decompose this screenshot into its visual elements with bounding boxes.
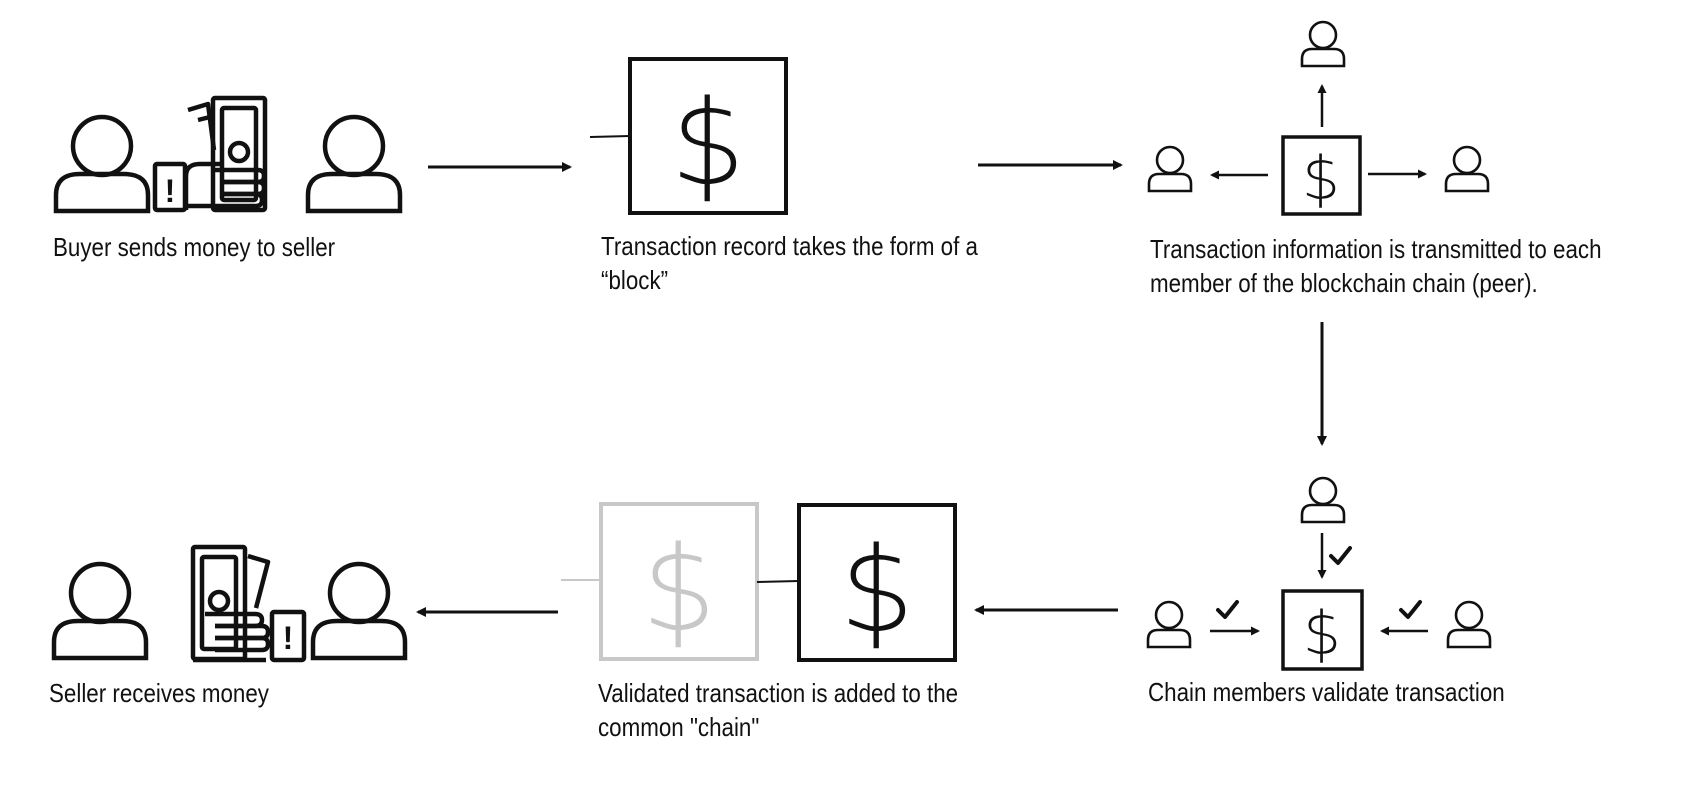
chain-link bbox=[756, 580, 800, 583]
dollar-sign-icon: $ bbox=[839, 521, 914, 659]
caption-block-line2: “block” bbox=[601, 265, 669, 295]
hand-with-money-icon bbox=[190, 544, 307, 663]
step4-group: $ bbox=[974, 476, 1492, 671]
block-chain-link bbox=[589, 135, 631, 138]
step5-group: $ $ bbox=[416, 502, 957, 662]
caption-seller-receives: Seller receives money bbox=[49, 678, 269, 708]
peer-right-icon bbox=[1444, 145, 1490, 193]
dollar-sign-icon: $ bbox=[670, 74, 745, 212]
seller-person-icon bbox=[305, 114, 403, 214]
caption-buyer-sends: Buyer sends money to seller bbox=[53, 232, 336, 262]
checkmark-icon bbox=[1216, 600, 1239, 619]
card-alert-icon: ! bbox=[165, 173, 176, 209]
validator-left-icon bbox=[1146, 600, 1192, 649]
caption-transmit-line1: Transaction information is transmitted t… bbox=[1150, 234, 1602, 264]
peer-left-icon bbox=[1147, 145, 1193, 193]
step1-group: ! bbox=[53, 95, 572, 214]
step6-group: ! bbox=[51, 544, 408, 663]
caption-validate: Chain members validate transaction bbox=[1148, 677, 1505, 707]
step3-group: $ bbox=[1147, 20, 1490, 446]
hand-with-money-icon bbox=[152, 95, 268, 213]
card-alert-icon: ! bbox=[283, 620, 294, 656]
seller-person-icon bbox=[310, 561, 408, 661]
validator-right-icon bbox=[1446, 600, 1492, 649]
dollar-sign-icon: $ bbox=[641, 520, 716, 658]
caption-added-line2: common "chain" bbox=[598, 712, 760, 742]
step2-group: $ bbox=[589, 57, 1123, 215]
checkmark-icon bbox=[1399, 600, 1422, 619]
caption-block-line1: Transaction record takes the form of a bbox=[601, 231, 978, 261]
caption-added-line1: Validated transaction is added to the bbox=[598, 678, 959, 708]
checkmark-icon bbox=[1329, 546, 1352, 565]
dollar-sign-icon: $ bbox=[1303, 599, 1341, 669]
caption-transmit-line2: member of the blockchain chain (peer). bbox=[1150, 268, 1538, 298]
buyer-person-icon bbox=[53, 114, 151, 214]
broadcast-block-icon bbox=[1281, 135, 1362, 216]
buyer-person-icon bbox=[51, 561, 149, 661]
validator-top-icon bbox=[1300, 476, 1346, 524]
new-block-icon bbox=[797, 503, 957, 662]
validation-block-icon bbox=[1281, 589, 1364, 671]
transaction-block-icon bbox=[628, 57, 788, 215]
peer-top-icon bbox=[1300, 20, 1346, 68]
dollar-sign-icon: $ bbox=[1302, 144, 1340, 214]
